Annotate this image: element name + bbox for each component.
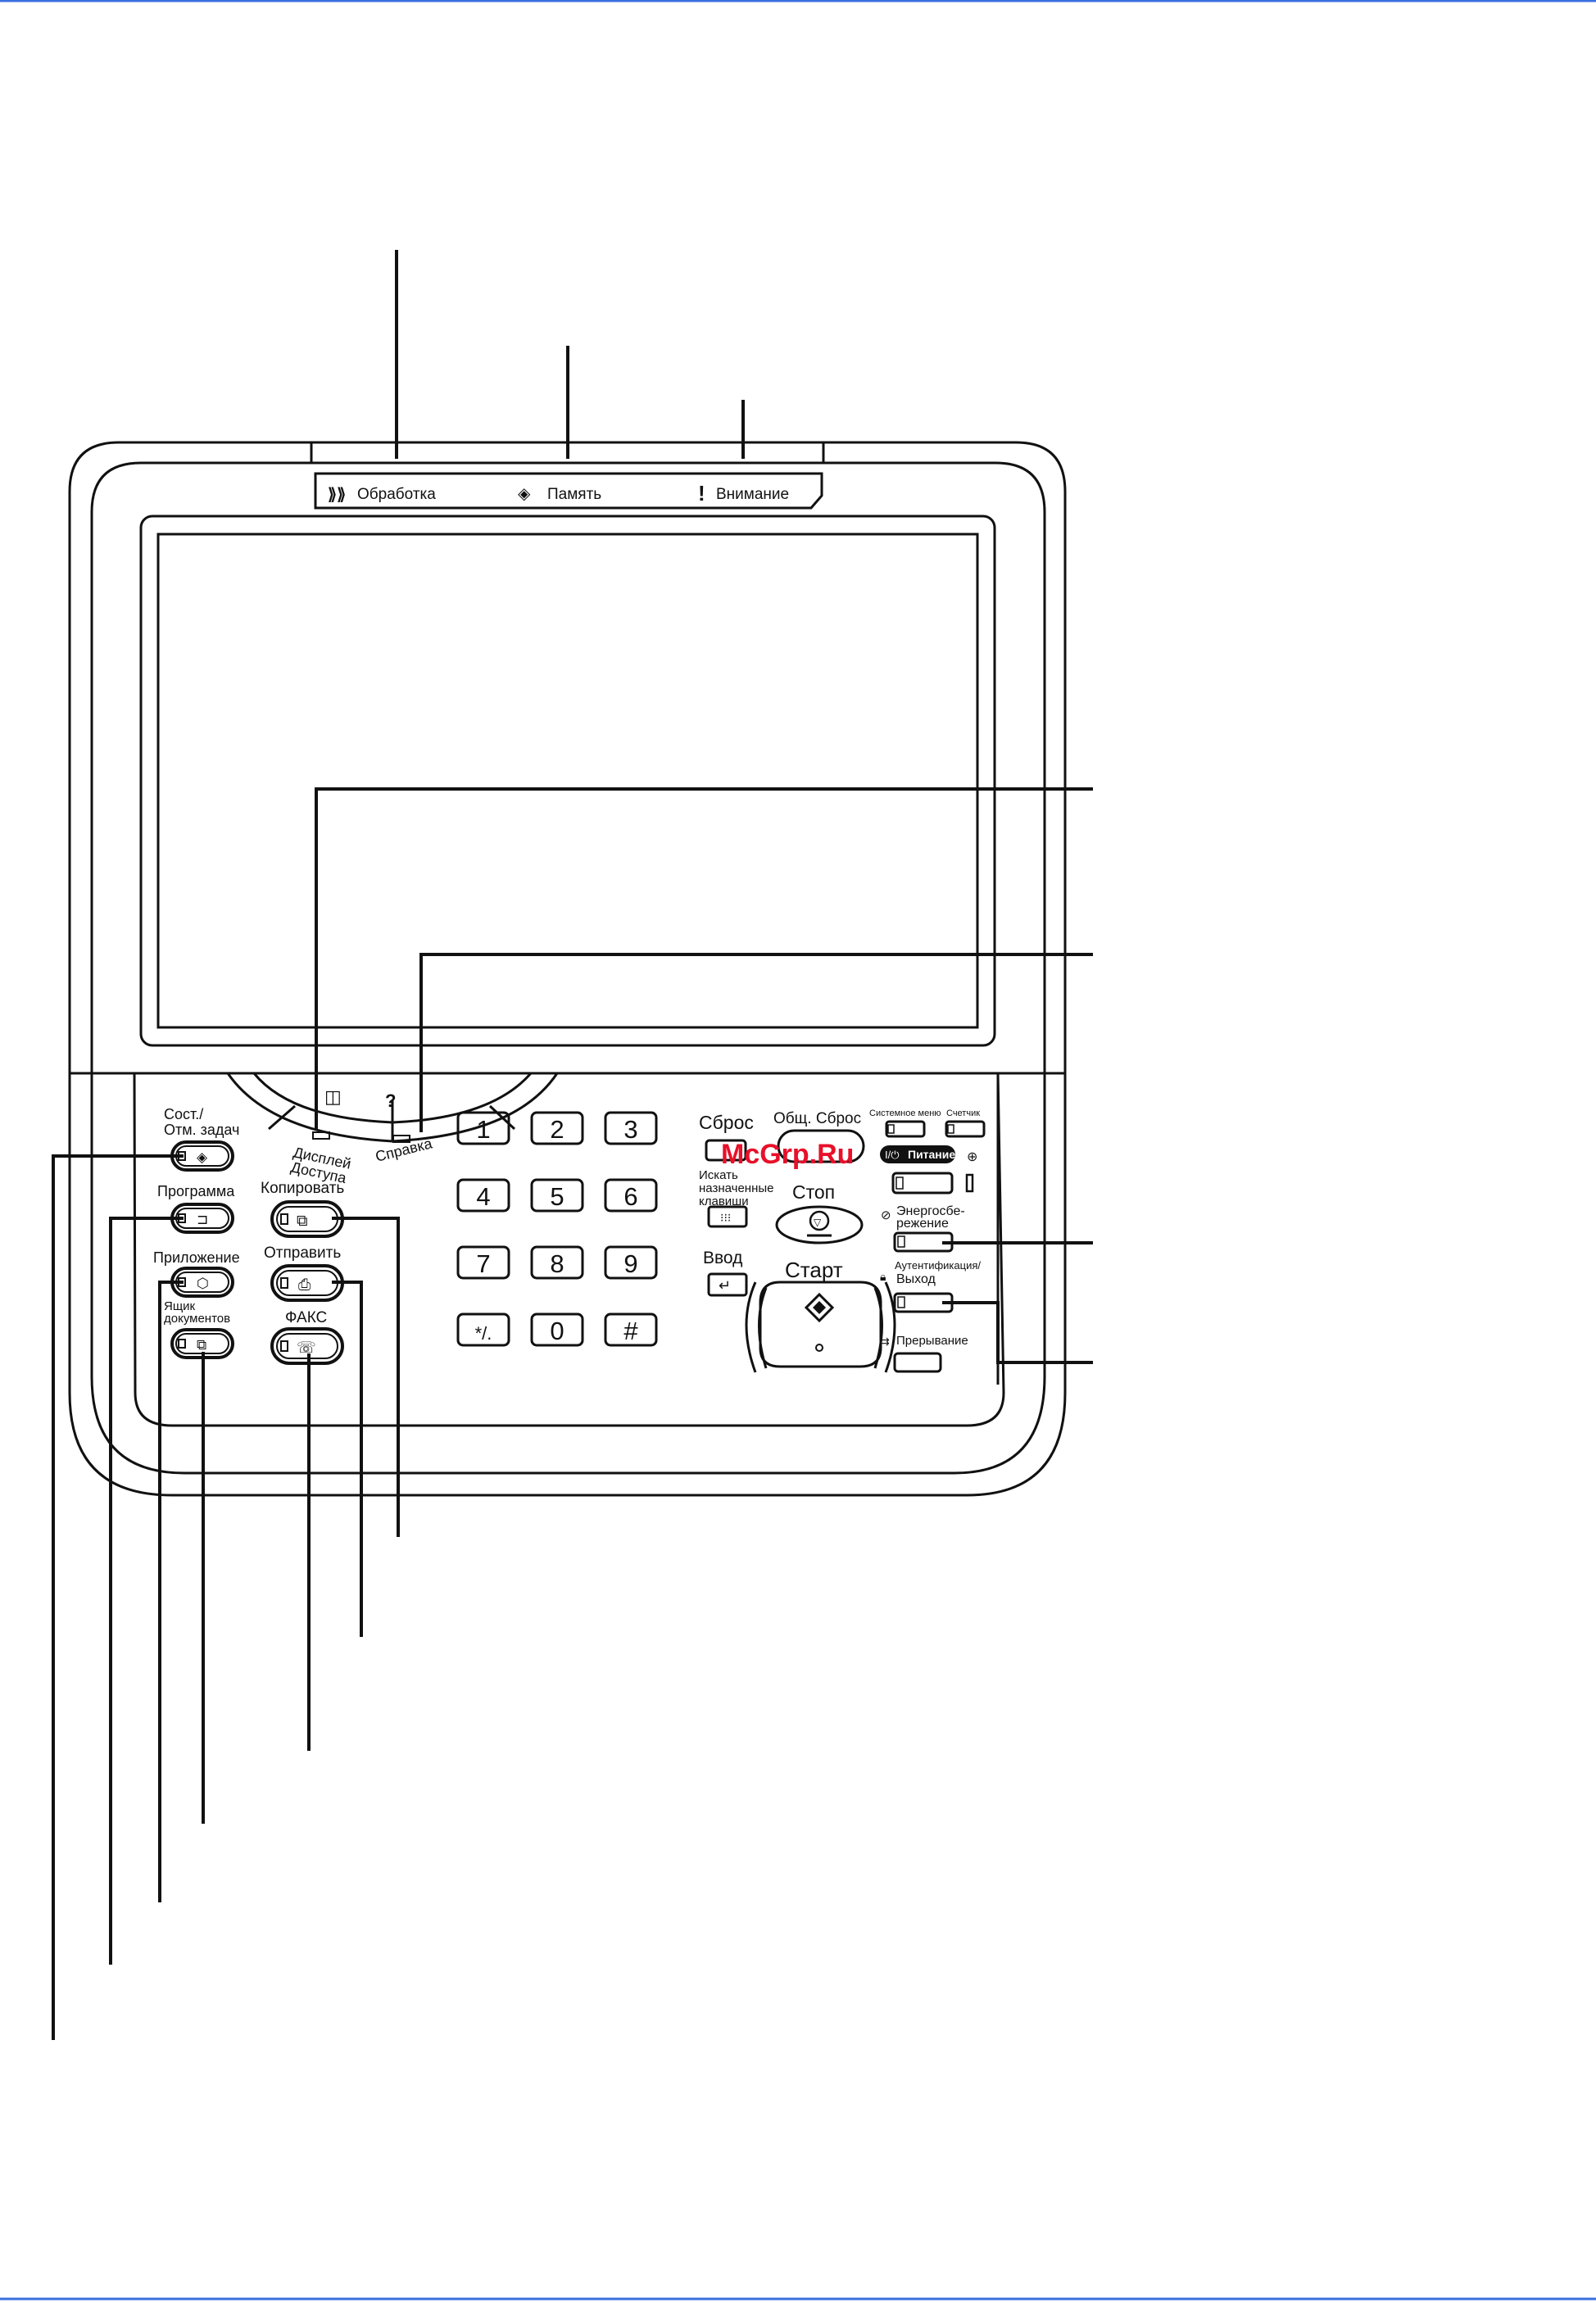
reset-key[interactable]: Сброс [699, 1112, 754, 1162]
panel-outline [68, 441, 1067, 1497]
copy-key[interactable]: Копировать ⧉ [261, 1180, 344, 1238]
keypad-key-9[interactable]: 9 [604, 1245, 658, 1280]
help-icon: ? [385, 1090, 396, 1111]
find-keys-label-line1: Искать [699, 1168, 738, 1182]
help-key[interactable]: ? Справка [374, 1090, 434, 1165]
status-label-line1: Сост./ [164, 1106, 203, 1122]
stop-icon: ▽ [814, 1217, 822, 1228]
document-box-icon: ⧉ [197, 1337, 206, 1353]
enter-key[interactable]: Ввод ↵ [703, 1249, 748, 1297]
memory-label: Память [547, 486, 601, 503]
application-key[interactable]: Приложение ⬡ [153, 1249, 240, 1298]
keypad-key-label: 4 [476, 1182, 490, 1211]
keypad-key-11[interactable]: 0 [530, 1312, 584, 1347]
application-icon: ⬡ [197, 1276, 209, 1291]
keypad-key-label: 8 [550, 1249, 564, 1278]
program-label: Программа [157, 1183, 235, 1199]
keypad-key-6[interactable]: 6 [604, 1178, 658, 1213]
power-indicator: I/⏻ Питание ⊕ [880, 1145, 977, 1164]
keypad-key-label: 0 [550, 1317, 564, 1345]
interrupt-key[interactable]: ⇉ Прерывание [880, 1334, 968, 1373]
attention-icon: ! [698, 481, 705, 505]
keypad-key-label: 9 [623, 1249, 637, 1278]
status-icon: ◈ [197, 1149, 208, 1165]
callout-lines [52, 250, 1093, 2040]
touch-display[interactable] [139, 515, 996, 1047]
fax-icon: ☏ [297, 1340, 316, 1357]
start-label: Старт [785, 1258, 843, 1282]
application-label: Приложение [153, 1249, 240, 1266]
power-label: Питание [908, 1148, 955, 1161]
find-keys-label-line2: назначенные [699, 1181, 773, 1195]
attention-label: Внимание [716, 486, 789, 503]
keypad-key-4[interactable]: 4 [456, 1178, 510, 1213]
keypad-key-label: 2 [550, 1115, 564, 1144]
keypad-key-5[interactable]: 5 [530, 1178, 584, 1213]
docbox-label-line2: документов [164, 1312, 230, 1326]
main-power-icon: ⊕ [967, 1150, 977, 1164]
system-menu-key[interactable]: Системное меню [869, 1108, 941, 1138]
keypad-key-label: 6 [623, 1182, 637, 1211]
system-menu-label: Системное меню [869, 1108, 941, 1118]
copy-label: Копировать [261, 1180, 344, 1197]
stop-label: Стоп [792, 1181, 835, 1203]
keypad-key-label: 1 [476, 1115, 490, 1144]
watermark: McGrp.Ru [721, 1139, 854, 1170]
accessibility-icon: ◫ [324, 1086, 342, 1107]
find-keys-label-line3: клавиши [699, 1195, 749, 1208]
interrupt-icon: ⇉ [880, 1335, 890, 1348]
stop-key[interactable]: Стоп ▽ [775, 1181, 864, 1244]
numeric-keypad: 1 2 3 4 5 6 7 8 9 */. 0 # [456, 1111, 658, 1347]
keypad-key-1[interactable]: 1 [456, 1111, 510, 1145]
keypad-key-12[interactable]: # [604, 1312, 658, 1347]
grid-icon: ⁝⁝⁝ [720, 1211, 731, 1224]
program-key[interactable]: Программа ⊐ [157, 1183, 235, 1234]
memory-icon: ◈ [518, 485, 531, 503]
interrupt-label: Прерывание [896, 1334, 968, 1348]
keypad-key-label: 3 [623, 1115, 637, 1144]
status-job-cancel-key[interactable]: Сост./ Отм. задач ◈ [164, 1106, 239, 1172]
keypad-key-7[interactable]: 7 [456, 1245, 510, 1280]
enter-icon: ↵ [719, 1277, 731, 1294]
copy-icon: ⧉ [297, 1213, 308, 1230]
keypad-key-3[interactable]: 3 [604, 1111, 658, 1145]
processing-icon: ⟫⟫ [328, 486, 346, 504]
status-label-line2: Отм. задач [164, 1122, 239, 1138]
send-label: Отправить [264, 1244, 341, 1262]
keypad-key-label: # [623, 1317, 638, 1345]
send-key[interactable]: Отправить ⎙ [264, 1244, 344, 1302]
power-icon: I/⏻ [885, 1149, 900, 1161]
auth-label-line2: Выход [896, 1272, 936, 1286]
energy-label-line2: режение [896, 1217, 949, 1231]
keypad-key-label: 7 [476, 1249, 490, 1278]
clear-all-label: Общ. Сброс [773, 1110, 861, 1127]
power-key[interactable] [891, 1172, 974, 1195]
document-box-key[interactable]: Ящик документов ⧉ [164, 1299, 234, 1359]
docbox-label-line1: Ящик [164, 1299, 196, 1313]
program-icon: ⊐ [197, 1212, 208, 1227]
energy-icon: ⊘ [881, 1208, 891, 1222]
keypad-key-label: 5 [550, 1182, 564, 1211]
auth-label-line1: Аутентификация/ [895, 1259, 981, 1272]
start-icon [804, 1292, 835, 1323]
keypad-key-8[interactable]: 8 [530, 1245, 584, 1280]
processing-label: Обработка [357, 486, 436, 503]
keypad-key-label: */. [475, 1323, 492, 1344]
find-assigned-keys-key[interactable]: Искать назначенные клавиши ⁝⁝⁝ [699, 1168, 773, 1228]
counter-key[interactable]: Счетчик [945, 1108, 986, 1138]
clear-all-key[interactable]: Общ. Сброс [773, 1110, 865, 1163]
counter-label: Счетчик [946, 1108, 980, 1118]
fax-label: ФАКС [285, 1309, 327, 1326]
energy-saver-key[interactable]: ⊘ Энергосбе- режение [881, 1204, 965, 1253]
enter-label: Ввод [703, 1249, 742, 1267]
reset-label: Сброс [699, 1112, 754, 1133]
lock-icon: 🔒︎ [880, 1270, 886, 1283]
energy-label-line1: Энергосбе- [896, 1204, 965, 1218]
start-key[interactable]: Старт [745, 1258, 896, 1373]
keypad-key-10[interactable]: */. [456, 1312, 510, 1347]
send-icon: ⎙ [298, 1276, 311, 1294]
keypad-key-2[interactable]: 2 [530, 1111, 584, 1145]
